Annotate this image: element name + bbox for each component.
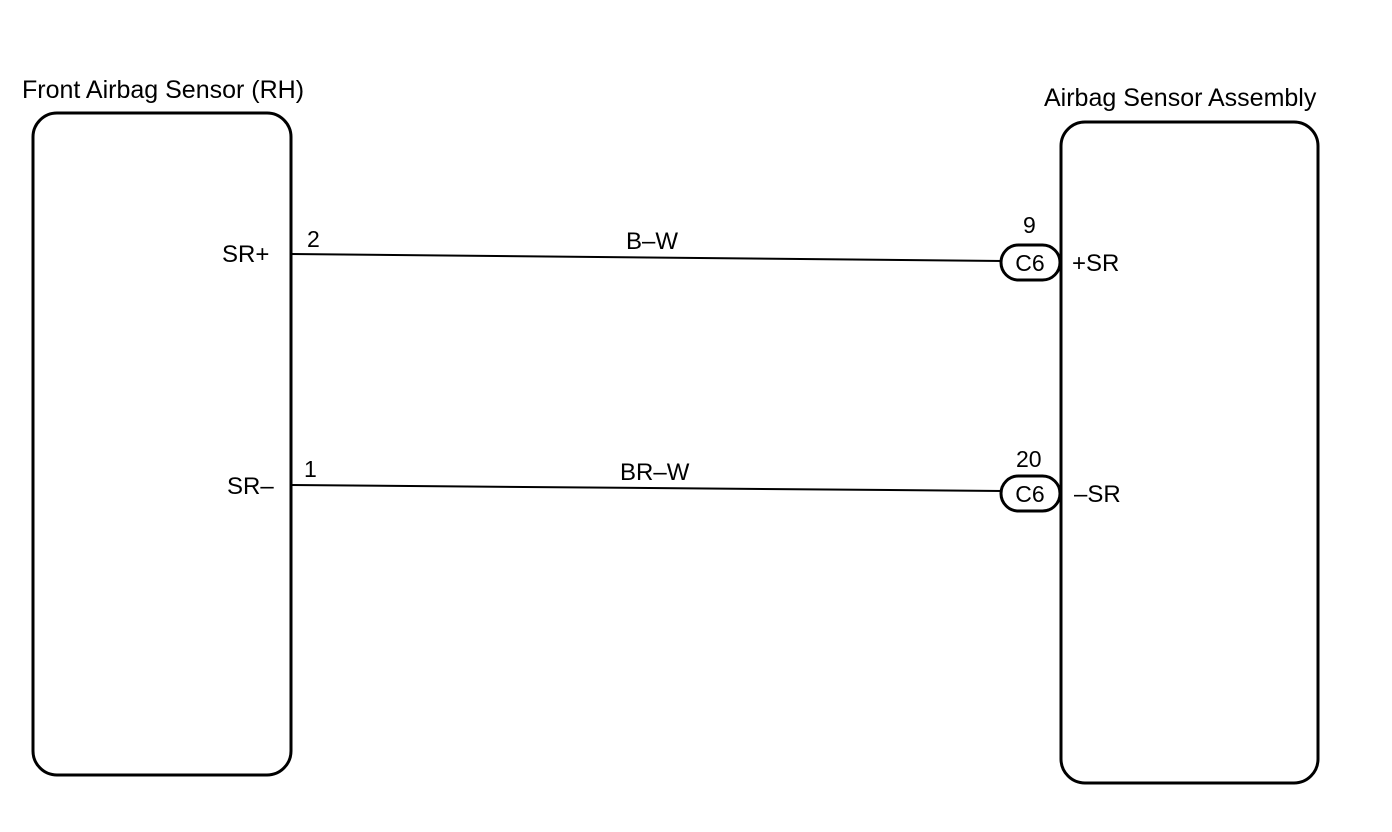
terminal-minus-sr: –SR [1074, 481, 1121, 508]
pin-number-2: 2 [307, 226, 320, 252]
pin-number-1: 1 [304, 456, 317, 482]
terminal-sr-minus: SR– [227, 473, 274, 500]
terminal-sr-plus: SR+ [222, 241, 269, 268]
pin-number-9: 9 [1023, 212, 1036, 238]
wire-br-w: SR– 1 BR–W 20 C6 –SR [227, 446, 1121, 513]
connector-c6-lower [999, 474, 1062, 513]
connector-c6-upper-label: C6 [1015, 250, 1044, 276]
front-airbag-sensor-title: Front Airbag Sensor (RH) [22, 76, 304, 104]
airbag-sensor-assembly-box [1059, 120, 1320, 785]
terminal-plus-sr: +SR [1072, 250, 1119, 277]
wire-b-w-line [290, 253, 1004, 262]
pin-number-20: 20 [1016, 446, 1042, 472]
front-airbag-sensor-rh: Front Airbag Sensor (RH) [22, 76, 304, 777]
wire-br-w-line [290, 484, 1004, 492]
connector-c6-upper [999, 243, 1062, 282]
airbag-sensor-assembly-title: Airbag Sensor Assembly [1044, 84, 1317, 112]
wire-color-br-w: BR–W [620, 459, 690, 486]
front-airbag-sensor-box [31, 111, 293, 777]
connector-c6-lower-label: C6 [1015, 481, 1044, 507]
wire-b-w: SR+ 2 B–W 9 C6 +SR [222, 212, 1119, 282]
wire-color-b-w: B–W [626, 228, 678, 255]
airbag-sensor-assembly: Airbag Sensor Assembly [1044, 84, 1320, 785]
